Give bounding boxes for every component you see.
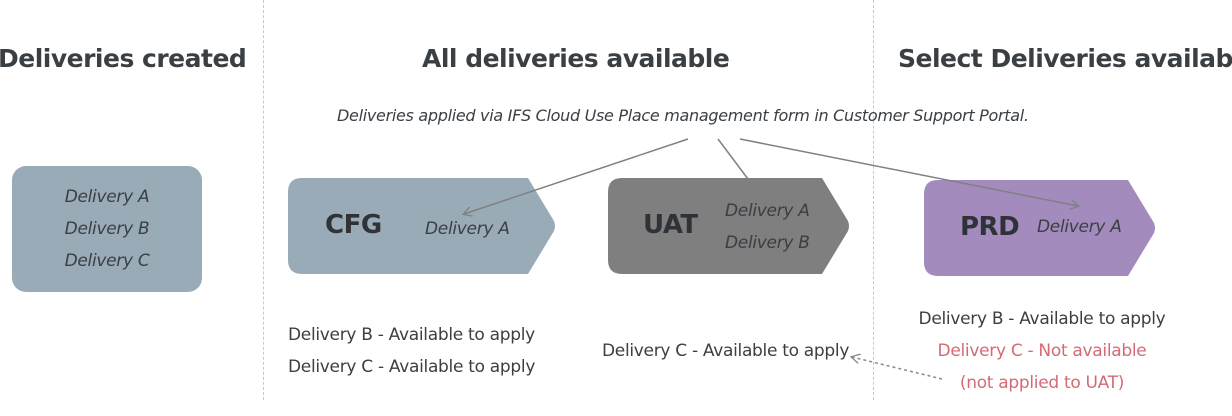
prd-chevron-shape: [924, 180, 1155, 276]
arrow-to-cfg: [464, 138, 689, 214]
select-deliveries-title: Select Deliveries available: [898, 44, 1232, 73]
all-deliveries-title: All deliveries available: [422, 44, 730, 73]
application-note: Deliveries applied via IFS Cloud Use Pla…: [337, 106, 1029, 125]
created-delivery-b: Delivery B: [64, 219, 150, 239]
prd-status-delivery-c-not-available: Delivery C - Not available: [937, 341, 1147, 361]
created-delivery-c: Delivery C: [64, 251, 150, 271]
uat-delivery-a: Delivery A: [725, 201, 810, 221]
prd-label: PRD: [960, 212, 1020, 242]
cfg-chevron-shape: [288, 178, 555, 274]
prd-status-delivery-b: Delivery B - Available to apply: [918, 309, 1166, 329]
arrow-to-prd: [739, 138, 1078, 206]
uat-chevron-shape: [608, 178, 849, 274]
section-divider-right: [873, 0, 874, 400]
prd-status-list: Delivery B - Available to apply Delivery…: [917, 303, 1167, 399]
prd-environment: PRD Delivery A: [924, 180, 1156, 276]
cfg-delivery-a: Delivery A: [425, 219, 510, 239]
cfg-environment: CFG Delivery A: [288, 178, 556, 274]
uat-label: UAT: [643, 210, 698, 240]
uat-status-delivery-c: Delivery C - Available to apply: [602, 341, 850, 361]
arrow-not-available-to-uat-status: [852, 357, 943, 380]
prd-delivery-a: Delivery A: [1037, 217, 1122, 237]
deliveries-created-box: Delivery A Delivery B Delivery C: [12, 166, 202, 292]
cfg-status-delivery-c: Delivery C - Available to apply: [288, 357, 536, 377]
arrow-to-uat: [717, 138, 760, 195]
cfg-status-delivery-b: Delivery B - Available to apply: [288, 325, 535, 345]
uat-delivery-b: Delivery B: [725, 233, 810, 253]
created-delivery-a: Delivery A: [64, 187, 150, 207]
uat-environment: UAT Delivery A Delivery B: [608, 178, 850, 274]
uat-status-list: Delivery C - Available to apply: [602, 335, 849, 367]
cfg-status-list: Delivery B - Available to apply Delivery…: [288, 319, 535, 383]
section-divider-left: [263, 0, 264, 400]
cfg-label: CFG: [325, 210, 382, 240]
prd-status-reason: (not applied to UAT): [959, 373, 1125, 393]
deliveries-created-title: Deliveries created: [0, 44, 247, 73]
